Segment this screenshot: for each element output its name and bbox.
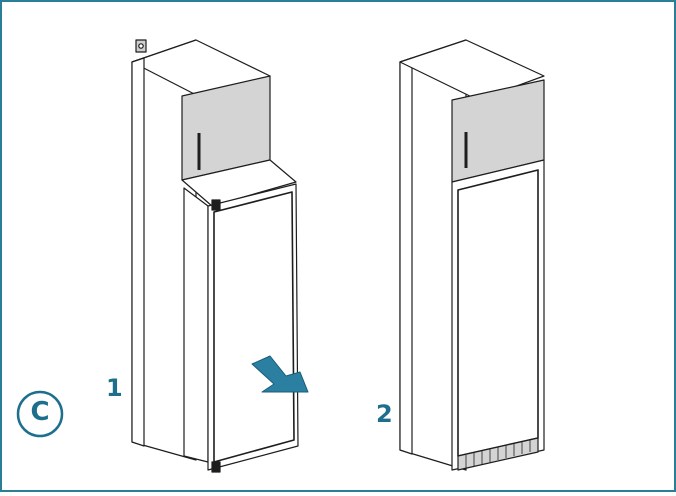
vent-slats [465,439,531,468]
step-2-illustration [399,39,545,471]
appliance-door-inner-frame [213,191,295,463]
housing-left-edge-2 [399,57,413,455]
wall-socket-hole [138,43,144,49]
housing-top-2 [399,39,545,101]
appliance-top [181,159,297,207]
hinge-bottom [211,461,221,473]
step-1-label: 1 [106,374,123,402]
push-arrow-icon [251,355,309,393]
integrated-door [451,159,545,471]
badge-letter: C [30,397,50,427]
housing-inner-side [183,187,209,463]
appliance-door [207,183,299,471]
circle-letter-badge [16,390,64,438]
hinge-top [211,199,221,211]
step-2-label: 2 [376,400,393,428]
housing-left-edge [131,57,145,447]
step-1-illustration [131,39,309,473]
